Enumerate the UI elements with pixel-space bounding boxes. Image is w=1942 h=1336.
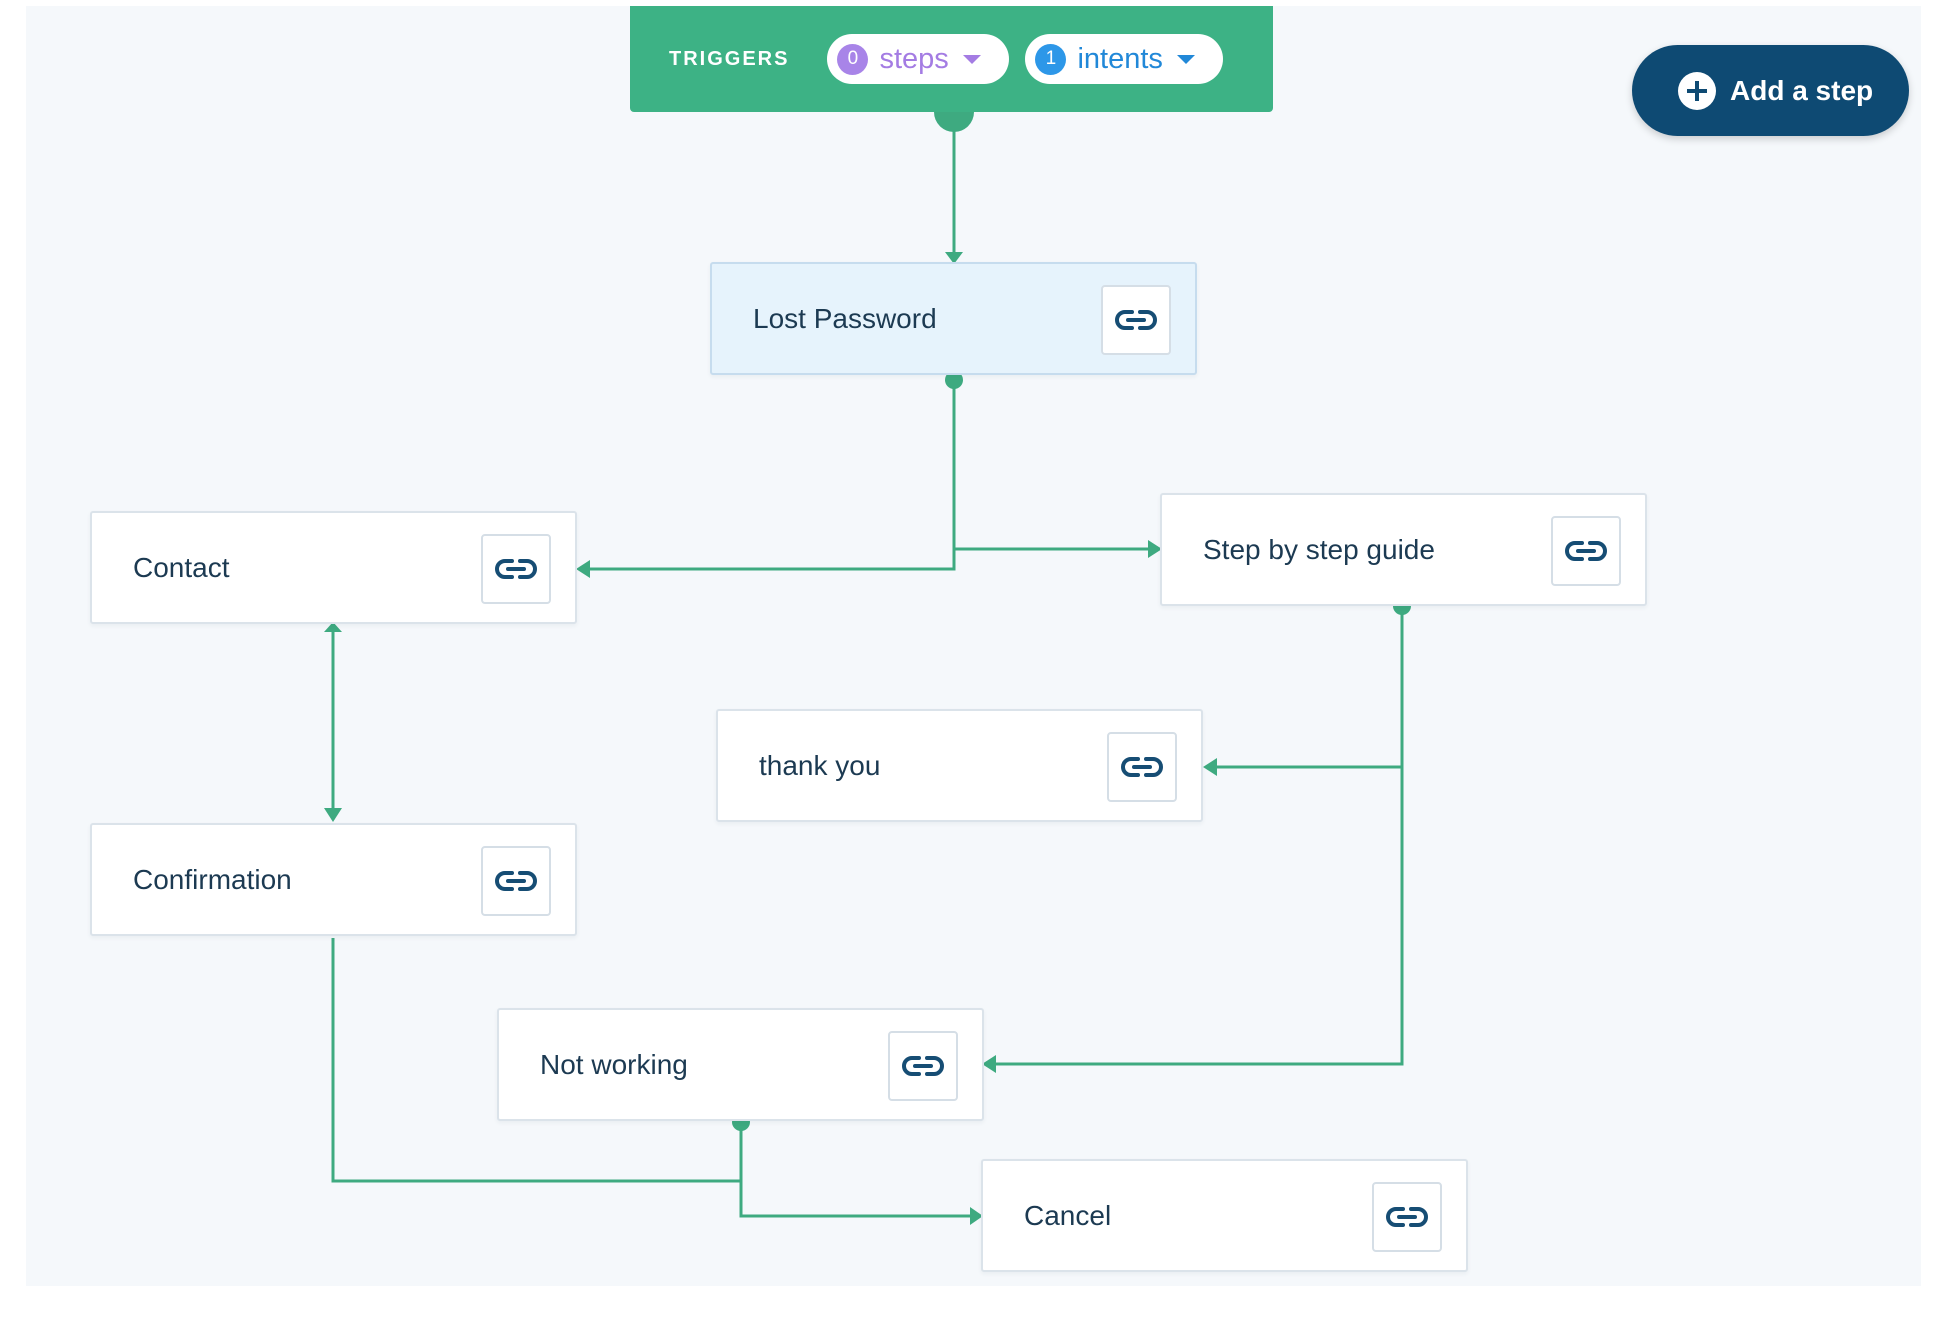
node-link-button[interactable]	[1551, 516, 1621, 586]
node-title: Contact	[133, 552, 230, 583]
link-icon	[1565, 541, 1607, 561]
node-link-button[interactable]	[1101, 285, 1171, 355]
intents-label: intents	[1077, 42, 1163, 75]
node-link-button[interactable]	[481, 534, 551, 604]
caret-down-icon	[962, 54, 981, 64]
link-icon	[495, 559, 537, 579]
triggers-bar: TRIGGERS 0 steps 1 intents	[630, 6, 1273, 112]
steps-dropdown[interactable]: 0 steps	[827, 34, 1010, 84]
add-step-button[interactable]: Add a step	[1632, 45, 1909, 136]
link-icon	[495, 871, 537, 891]
add-step-label: Add a step	[1730, 74, 1874, 106]
node-title: Cancel	[1024, 1200, 1112, 1231]
node-lost-password[interactable]: Lost Password	[710, 262, 1197, 375]
node-link-button[interactable]	[1372, 1182, 1442, 1252]
node-title: Lost Password	[753, 303, 937, 334]
steps-label: steps	[879, 42, 949, 75]
triggers-label: TRIGGERS	[669, 47, 790, 70]
node-contact[interactable]: Contact	[90, 511, 577, 624]
link-icon	[902, 1056, 944, 1076]
steps-count-badge: 0	[837, 43, 869, 75]
node-title: thank you	[759, 750, 881, 781]
link-icon	[1386, 1207, 1428, 1227]
node-title: Confirmation	[133, 864, 292, 895]
intents-dropdown[interactable]: 1 intents	[1025, 34, 1224, 84]
plus-icon	[1678, 71, 1716, 110]
node-step-by-step-guide[interactable]: Step by step guide	[1160, 493, 1647, 606]
node-title: Not working	[540, 1049, 688, 1080]
link-icon	[1115, 310, 1157, 330]
node-confirmation[interactable]: Confirmation	[90, 823, 577, 936]
node-link-button[interactable]	[1107, 732, 1177, 802]
node-cancel[interactable]: Cancel	[981, 1159, 1468, 1272]
node-thank-you[interactable]: thank you	[716, 709, 1203, 822]
caret-down-icon	[1176, 54, 1195, 64]
intents-count-badge: 1	[1035, 43, 1067, 75]
node-link-button[interactable]	[888, 1031, 958, 1101]
node-not-working[interactable]: Not working	[497, 1008, 984, 1121]
link-icon	[1121, 757, 1163, 777]
node-link-button[interactable]	[481, 846, 551, 916]
node-title: Step by step guide	[1203, 534, 1435, 565]
